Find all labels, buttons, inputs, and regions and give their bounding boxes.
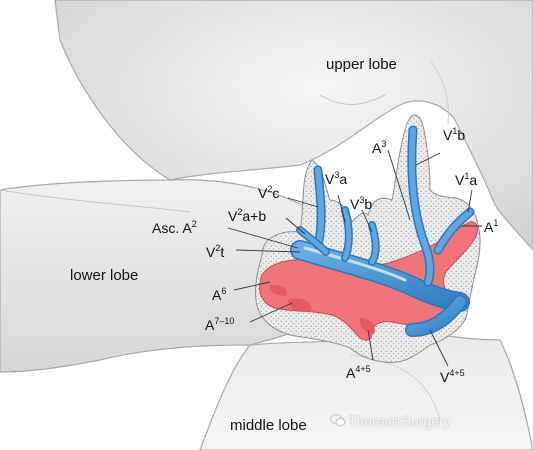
label-v3a: V3a xyxy=(325,170,348,187)
lower-lobe-label: lower lobe xyxy=(70,267,139,284)
label-a4-5: A4+5 xyxy=(346,364,371,381)
label-v1b: V1b xyxy=(443,126,466,143)
label-a1: A1 xyxy=(484,218,499,235)
upper-lobe-shape xyxy=(54,0,533,251)
watermark-text: ThoracicSurgery xyxy=(348,413,451,429)
wechat-icon xyxy=(330,413,346,427)
leader-lines xyxy=(227,149,482,367)
middle-lobe-label: middle lobe xyxy=(230,417,307,434)
label-a7-10: A7–10 xyxy=(205,316,235,333)
pulmonary-veins xyxy=(290,125,475,337)
label-v2ab: V2a+b xyxy=(228,207,267,224)
label-v1a: V1a xyxy=(455,171,478,188)
upper-lobe-label: upper lobe xyxy=(326,56,397,73)
label-a6: A6 xyxy=(212,286,227,303)
label-v4-5: V4+5 xyxy=(440,368,465,385)
label-asc-a2: Asc. A2 xyxy=(152,219,197,236)
label-v2t: V2t xyxy=(206,243,225,260)
label-v2c: V2c xyxy=(258,184,280,201)
label-v3b: V3b xyxy=(350,195,373,212)
label-a3: A3 xyxy=(372,139,387,156)
